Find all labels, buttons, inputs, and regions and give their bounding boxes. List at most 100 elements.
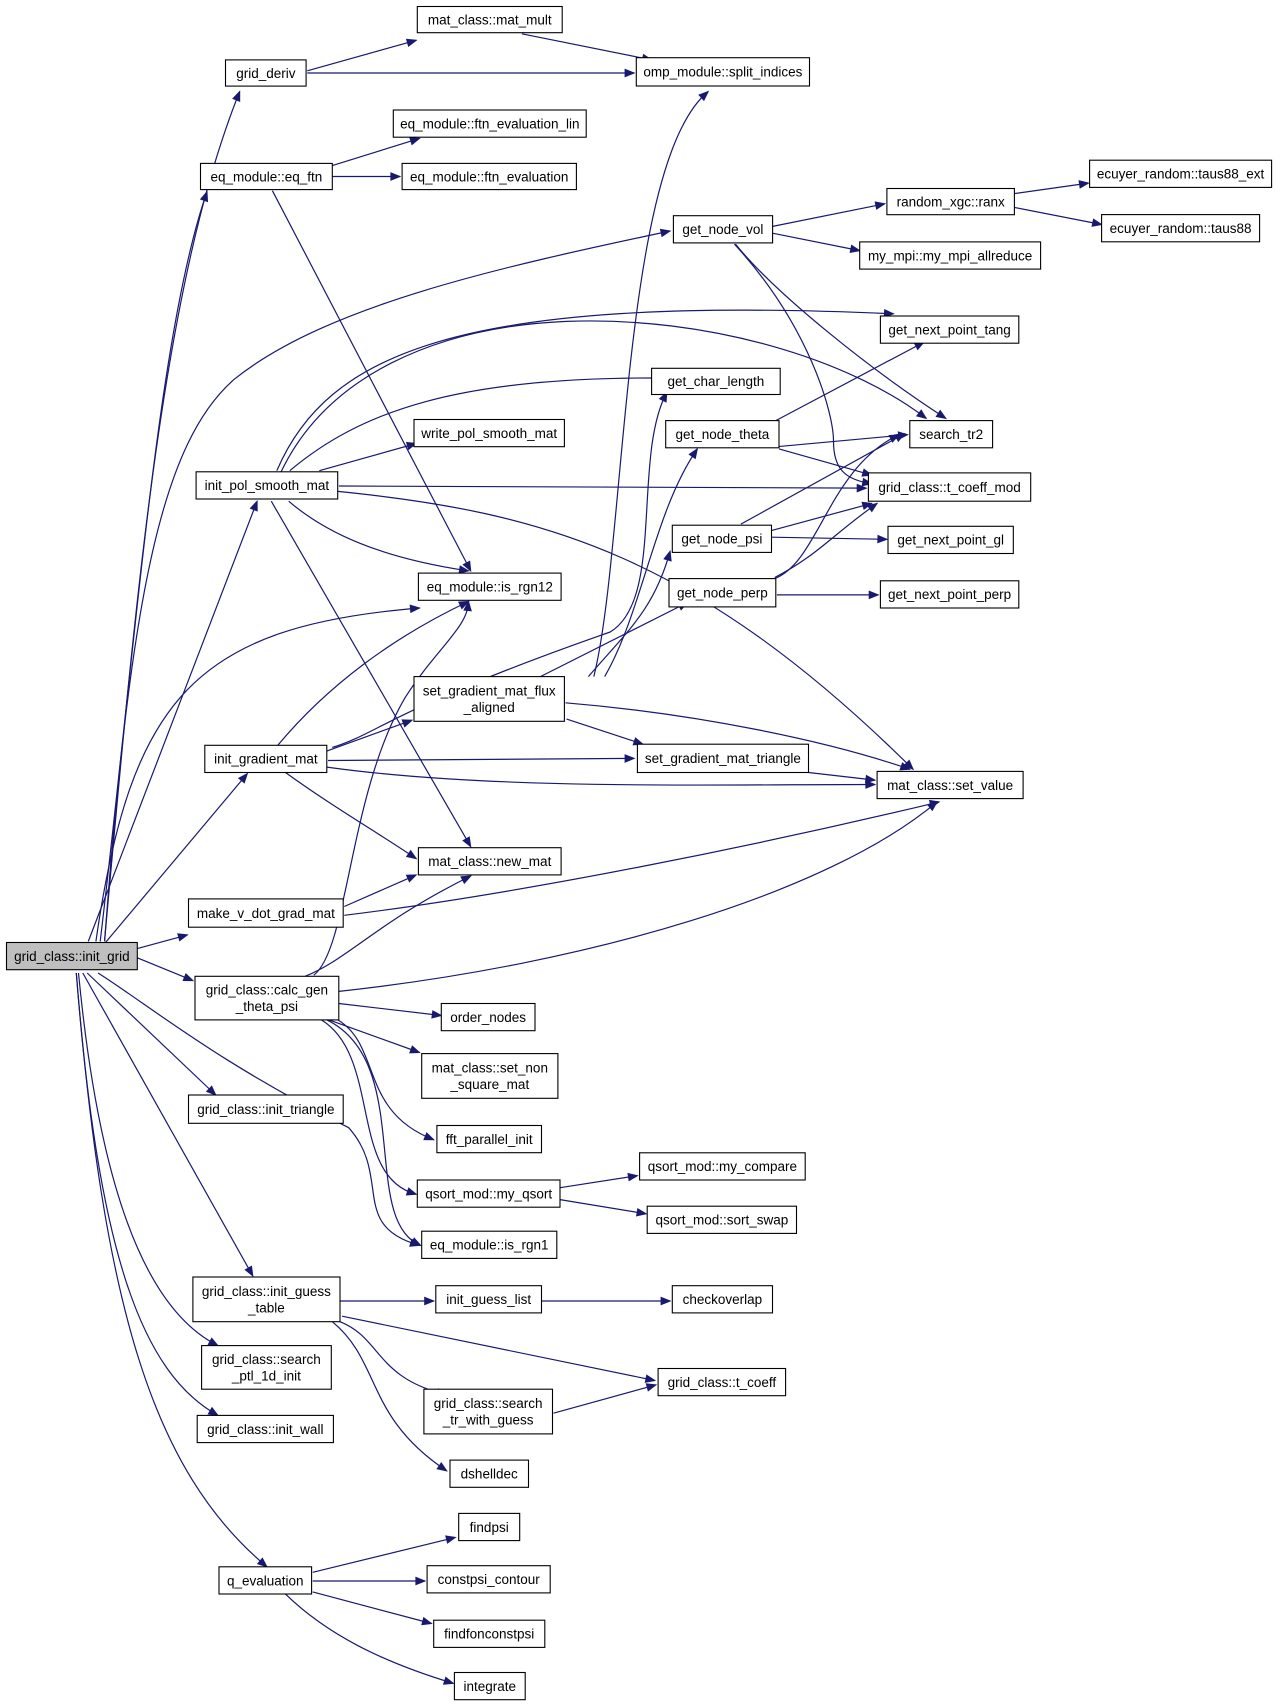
node-search-tr-with-guess[interactable]: grid_class::search_tr_with_guess xyxy=(423,1388,554,1435)
node-ftn-eval[interactable]: eq_module::ftn_evaluation xyxy=(401,162,577,191)
call-edge xyxy=(288,500,470,574)
node-integrate[interactable]: integrate xyxy=(453,1671,526,1701)
call-edge xyxy=(808,771,877,784)
node-t-coeff-mod[interactable]: grid_class::t_coeff_mod xyxy=(867,472,1032,502)
node-get-node-vol[interactable]: get_node_vol xyxy=(672,215,774,244)
node-findfonconstpsi[interactable]: findfonconstpsi xyxy=(433,1619,546,1648)
call-edge xyxy=(772,232,862,254)
node-label: grid_class::calc_gen xyxy=(206,983,328,998)
arrowhead xyxy=(207,1406,220,1417)
node-get-node-theta[interactable]: get_node_theta xyxy=(665,420,780,449)
node-root[interactable]: grid_class::init_grid xyxy=(5,941,138,971)
node-make-v-dot-grad-mat[interactable]: make_v_dot_grad_mat xyxy=(187,898,344,928)
edge-line xyxy=(339,1321,447,1396)
node-order-nodes[interactable]: order_nodes xyxy=(440,1002,536,1032)
node-eq-ftn[interactable]: eq_module::eq_ftn xyxy=(199,162,333,191)
node-label: checkoverlap xyxy=(683,1292,763,1307)
node-get-next-point-tang[interactable]: get_next_point_tang xyxy=(879,315,1020,344)
node-box xyxy=(668,578,777,608)
node-my-compare[interactable]: qsort_mod::my_compare xyxy=(639,1152,806,1181)
node-box xyxy=(421,1230,558,1259)
edge-line xyxy=(553,1384,657,1414)
node-init-pol-smooth-mat[interactable]: init_pol_smooth_mat xyxy=(195,471,339,500)
node-dshelldec[interactable]: dshelldec xyxy=(449,1459,530,1488)
call-edge xyxy=(285,1593,455,1685)
node-grid-deriv[interactable]: grid_deriv xyxy=(224,59,307,87)
arrowhead xyxy=(423,1132,435,1141)
node-get-char-length[interactable]: get_char_length xyxy=(651,367,781,396)
node-get-next-point-gl[interactable]: get_next_point_gl xyxy=(887,525,1014,555)
node-label: get_char_length xyxy=(667,374,764,389)
arrowhead xyxy=(926,801,939,812)
arrowhead xyxy=(877,534,889,544)
node-is-rgn12[interactable]: eq_module::is_rgn12 xyxy=(417,572,562,601)
node-box xyxy=(199,162,333,191)
node-q-evaluation[interactable]: q_evaluation xyxy=(218,1566,313,1595)
node-label: _square_mat xyxy=(449,1077,529,1092)
node-label: write_pol_smooth_mat xyxy=(420,426,557,441)
node-box xyxy=(218,1566,313,1595)
node-box xyxy=(436,1124,543,1154)
node-set-value[interactable]: mat_class::set_value xyxy=(876,770,1024,800)
node-label: get_next_point_perp xyxy=(888,587,1011,602)
call-edge xyxy=(776,590,880,600)
node-mat-mult[interactable]: mat_class::mat_mult xyxy=(416,5,563,34)
edge-line xyxy=(331,1321,448,1472)
node-set-gradient-mat-flux-aligned[interactable]: set_gradient_mat_flux_aligned xyxy=(413,676,565,722)
call-edge xyxy=(1012,180,1090,195)
node-my-mpi-allreduce[interactable]: my_mpi::my_mpi_allreduce xyxy=(859,241,1042,270)
call-edge xyxy=(338,1002,443,1019)
call-edge xyxy=(771,501,874,532)
node-label: qsort_mod::sort_swap xyxy=(655,1213,788,1228)
node-box xyxy=(672,215,774,244)
edge-line xyxy=(775,341,925,422)
node-my-qsort[interactable]: qsort_mod::my_qsort xyxy=(416,1179,561,1208)
edge-line xyxy=(338,1002,442,1017)
node-init-gradient-mat[interactable]: init_gradient_mat xyxy=(204,744,328,774)
node-label: set_gradient_mat_flux xyxy=(423,684,556,699)
node-t-coeff[interactable]: grid_class::t_coeff xyxy=(657,1367,787,1397)
call-edge xyxy=(75,972,268,1568)
node-write-pol-smooth-mat[interactable]: write_pol_smooth_mat xyxy=(413,418,565,448)
node-get-next-point-perp[interactable]: get_next_point_perp xyxy=(879,580,1020,609)
node-search-tr2[interactable]: search_tr2 xyxy=(909,420,994,449)
node-init-triangle[interactable]: grid_class::init_triangle xyxy=(187,1094,344,1124)
edge-line xyxy=(565,702,910,770)
node-label: get_next_point_tang xyxy=(888,322,1010,337)
node-calc-gen-theta-psi[interactable]: grid_class::calc_gen_theta_psi xyxy=(194,975,340,1021)
node-init-guess-list[interactable]: init_guess_list xyxy=(435,1285,543,1314)
node-ranx[interactable]: random_xgc::ranx xyxy=(886,187,1015,216)
nodes: grid_class::init_gridgrid_derivmat_class… xyxy=(5,5,1273,1701)
node-set-gradient-mat-triangle[interactable]: set_gradient_mat_triangle xyxy=(636,743,810,774)
node-init-wall[interactable]: grid_class::init_wall xyxy=(196,1414,334,1444)
node-box xyxy=(671,524,773,553)
node-sort-swap[interactable]: qsort_mod::sort_swap xyxy=(646,1205,798,1234)
node-taus88-ext[interactable]: ecuyer_random::taus88_ext xyxy=(1089,159,1273,188)
node-box xyxy=(426,1565,551,1594)
call-edge xyxy=(337,1019,435,1141)
edge-line xyxy=(75,972,219,1416)
node-fft-parallel-init[interactable]: fft_parallel_init xyxy=(436,1124,543,1154)
node-get-node-perp[interactable]: get_node_perp xyxy=(668,578,777,608)
node-box xyxy=(859,241,1042,270)
node-is-rgn1[interactable]: eq_module::is_rgn1 xyxy=(421,1230,558,1259)
node-constpsi-contour[interactable]: constpsi_contour xyxy=(426,1565,551,1594)
node-set-non-square-mat[interactable]: mat_class::set_non_square_mat xyxy=(421,1053,559,1099)
call-edge xyxy=(307,68,636,78)
call-edge xyxy=(339,1321,449,1397)
node-taus88[interactable]: ecuyer_random::taus88 xyxy=(1101,214,1261,243)
node-search-ptl-1d-init[interactable]: grid_class::search_ptl_1d_init xyxy=(201,1345,332,1390)
node-init-guess-table[interactable]: grid_class::init_guess_table xyxy=(192,1276,341,1323)
node-findpsi[interactable]: findpsi xyxy=(458,1512,521,1542)
node-get-node-psi[interactable]: get_node_psi xyxy=(671,524,773,553)
call-edge xyxy=(326,766,877,789)
call-edge xyxy=(771,534,889,544)
node-split-indices[interactable]: omp_module::split_indices xyxy=(635,57,811,87)
node-box xyxy=(665,420,780,449)
node-ftn-eval-lin[interactable]: eq_module::ftn_evaluation_lin xyxy=(392,109,587,138)
node-checkoverlap[interactable]: checkoverlap xyxy=(671,1285,774,1314)
arrowhead xyxy=(232,90,241,102)
call-edge xyxy=(344,874,418,908)
node-label: _tr_with_guess xyxy=(442,1413,534,1428)
node-new-mat[interactable]: mat_class::new_mat xyxy=(417,847,562,876)
